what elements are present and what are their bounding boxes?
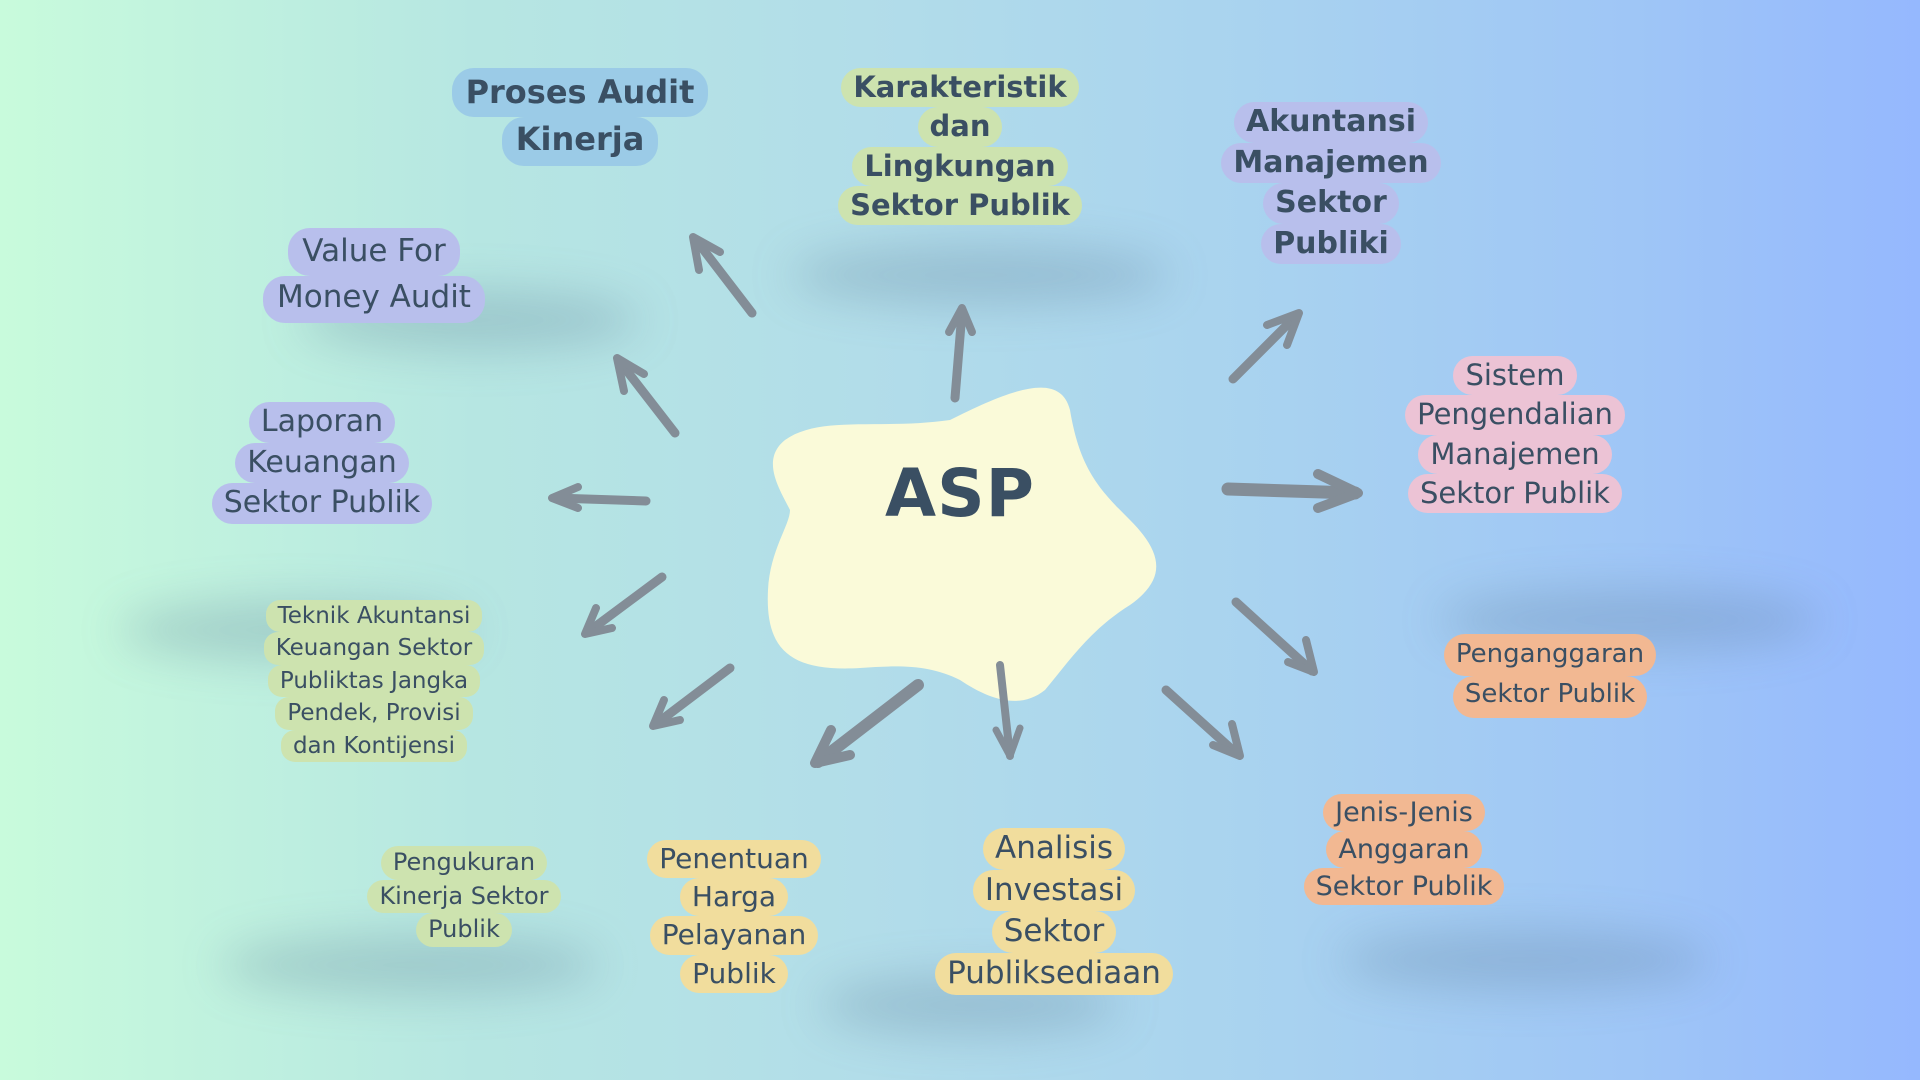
node-line: Publik [680,954,788,993]
node-line: Jenis-Jenis [1323,794,1485,832]
node-line: dan [917,107,1003,147]
arrow-to-pengukuran [649,663,735,730]
node-akuntansi-manajemen[interactable]: Akuntansi Manajemen Sektor Publiki [1220,102,1442,264]
node-line: Kinerja Sektor [367,879,561,914]
arrow-to-laporan [548,483,651,512]
center-topic: ASP [885,455,1035,532]
node-line: Proses Audit [451,68,709,117]
node-teknik-akuntansi[interactable]: Teknik Akuntansi Keuangan Sektor Publikt… [254,600,494,763]
node-line: Pendek, Provisi [275,697,473,730]
node-line: Harga [679,878,789,917]
node-line: Pengukuran [380,846,548,880]
arrow-to-penganggaran [1231,597,1318,676]
node-line: Teknik Akuntansi [265,600,483,633]
node-line: Publiksediaan [935,952,1173,995]
arrow-to-teknik [581,572,667,638]
node-penentuan-harga[interactable]: Penentuan Harga Pelayanan Publik [644,840,824,993]
node-line: Keuangan Sektor [263,632,485,665]
shadow [220,935,600,995]
node-line: Anggaran [1326,831,1482,869]
node-line: Sektor [1263,183,1399,224]
node-line: Value For [288,228,460,276]
arrow-to-sistem [1221,469,1363,513]
node-line: Penentuan [647,840,821,879]
shadow [1340,930,1710,990]
node-jenis-jenis-anggaran[interactable]: Jenis-Jenis Anggaran Sektor Publik [1294,794,1514,906]
arrow-to-penentuan [810,679,924,768]
arrow-to-value-for-money [613,354,680,438]
node-line: Penganggaran [1443,634,1657,676]
node-line: Analisis [983,828,1125,870]
arrow-to-proses-audit [689,233,757,318]
node-line: Publiki [1261,223,1401,264]
node-line: dan Kontijensi [280,729,468,763]
node-pengukuran-kinerja[interactable]: Pengukuran Kinerja Sektor Publik [360,846,568,947]
arrow-to-akuntansi-manajemen [1228,309,1303,384]
node-line: Karakteristik [841,68,1079,108]
node-laporan-keuangan[interactable]: Laporan Keuangan Sektor Publik [208,402,436,524]
arrow-to-karakteristik [945,304,976,403]
node-line: Pengendalian [1405,395,1625,435]
node-line: Money Audit [263,275,485,324]
node-line: Lingkungan [852,146,1068,187]
node-line: Sektor [991,911,1117,953]
node-line: Kinerja [501,116,659,166]
node-line: Sektor Publik [211,483,433,524]
node-line: Manajemen [1418,434,1612,475]
node-line: Investasi [972,869,1136,912]
arrow-to-jenis-anggaran [1161,685,1244,760]
node-line: Manajemen [1221,142,1441,183]
node-line: Sektor Publik [838,186,1082,226]
node-line: Sektor Publik [1303,868,1505,906]
node-line: Keuangan [235,442,409,483]
node-line: Laporan [248,402,396,443]
node-sistem-pengendalian[interactable]: Sistem Pengendalian Manajemen Sektor Pub… [1400,356,1630,514]
node-line: Akuntansi [1234,102,1428,143]
node-penganggaran[interactable]: Penganggaran Sektor Publik [1440,634,1660,718]
node-karakteristik[interactable]: Karakteristik dan Lingkungan Sektor Publ… [838,68,1082,226]
node-analisis-investasi[interactable]: Analisis Investasi Sektor Publiksediaan [934,828,1174,995]
node-line: Publik [416,913,512,947]
arrow-to-analisis [992,661,1024,760]
node-line: Pelayanan [649,916,819,955]
node-line: Publiktas Jangka [267,664,481,698]
node-line: Sektor Publik [1408,474,1622,514]
node-line: Sektor Publik [1452,675,1648,718]
shadow [790,245,1170,305]
node-value-for-money-audit[interactable]: Value For Money Audit [262,228,486,324]
node-proses-audit-kinerja[interactable]: Proses Audit Kinerja [451,68,709,166]
node-line: Sistem [1453,356,1577,396]
